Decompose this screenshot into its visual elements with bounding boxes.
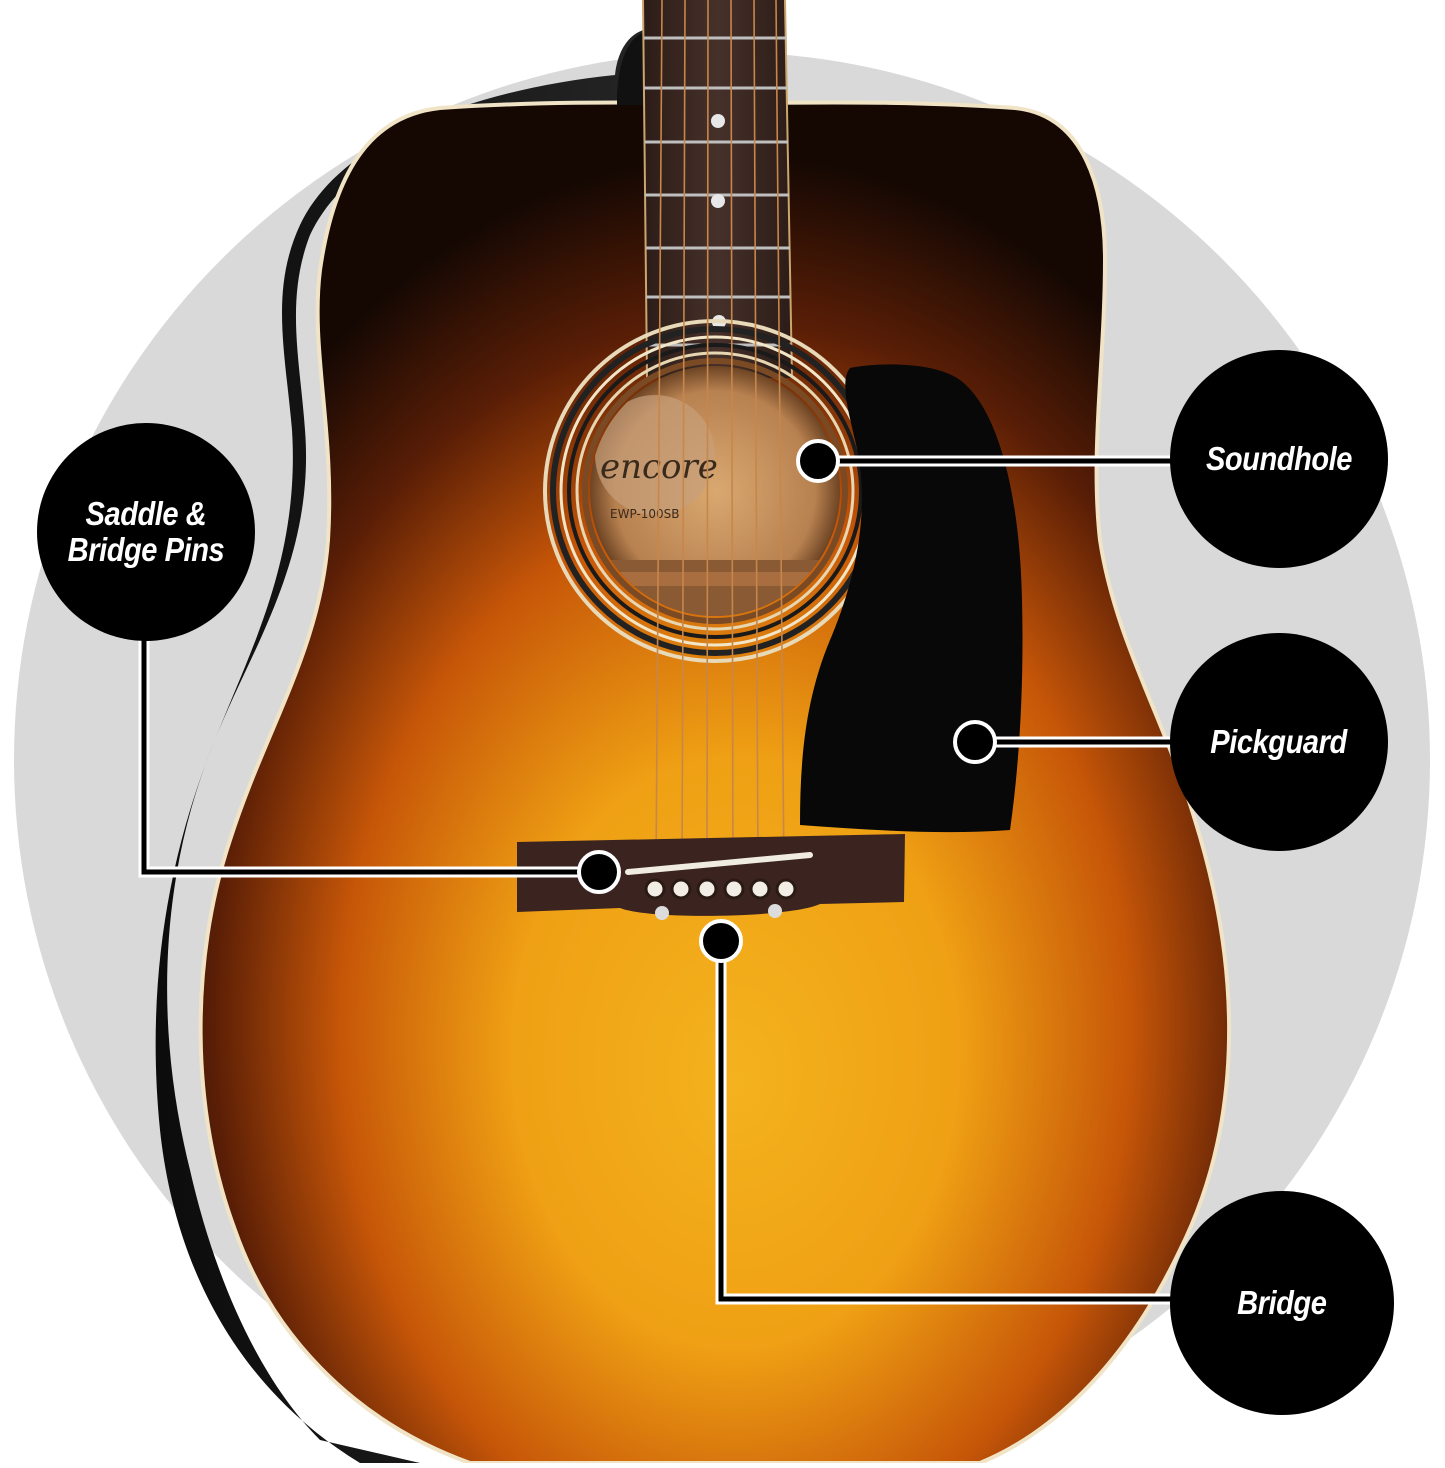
callout-pickguard: Pickguard (1170, 633, 1388, 851)
leader-lines (138, 455, 1172, 1305)
leader-dot-saddle (577, 850, 621, 894)
saddle (625, 852, 813, 875)
callout-soundhole-label: Soundhole (1205, 440, 1353, 478)
label-plate-model: EWP-100SB (610, 507, 680, 521)
leader-dot-bridge (699, 919, 743, 963)
callout-bridge-label: Bridge (1237, 1284, 1327, 1322)
pickguard (800, 364, 1023, 833)
leader-dot-pickguard (953, 720, 997, 764)
soundhole-ring (582, 358, 848, 624)
strings (655, 0, 785, 874)
callout-pickguard-label: Pickguard (1210, 723, 1348, 761)
callout-soundhole: Soundhole (1170, 350, 1388, 568)
leader-dot-soundhole (796, 439, 840, 483)
callout-saddle-label: Saddle & Bridge Pins (67, 495, 225, 568)
leader-dots (577, 439, 997, 963)
callout-saddle-bridge-pins: Saddle & Bridge Pins (37, 423, 255, 641)
bridge-pins (644, 878, 797, 920)
callout-bridge: Bridge (1170, 1191, 1394, 1415)
